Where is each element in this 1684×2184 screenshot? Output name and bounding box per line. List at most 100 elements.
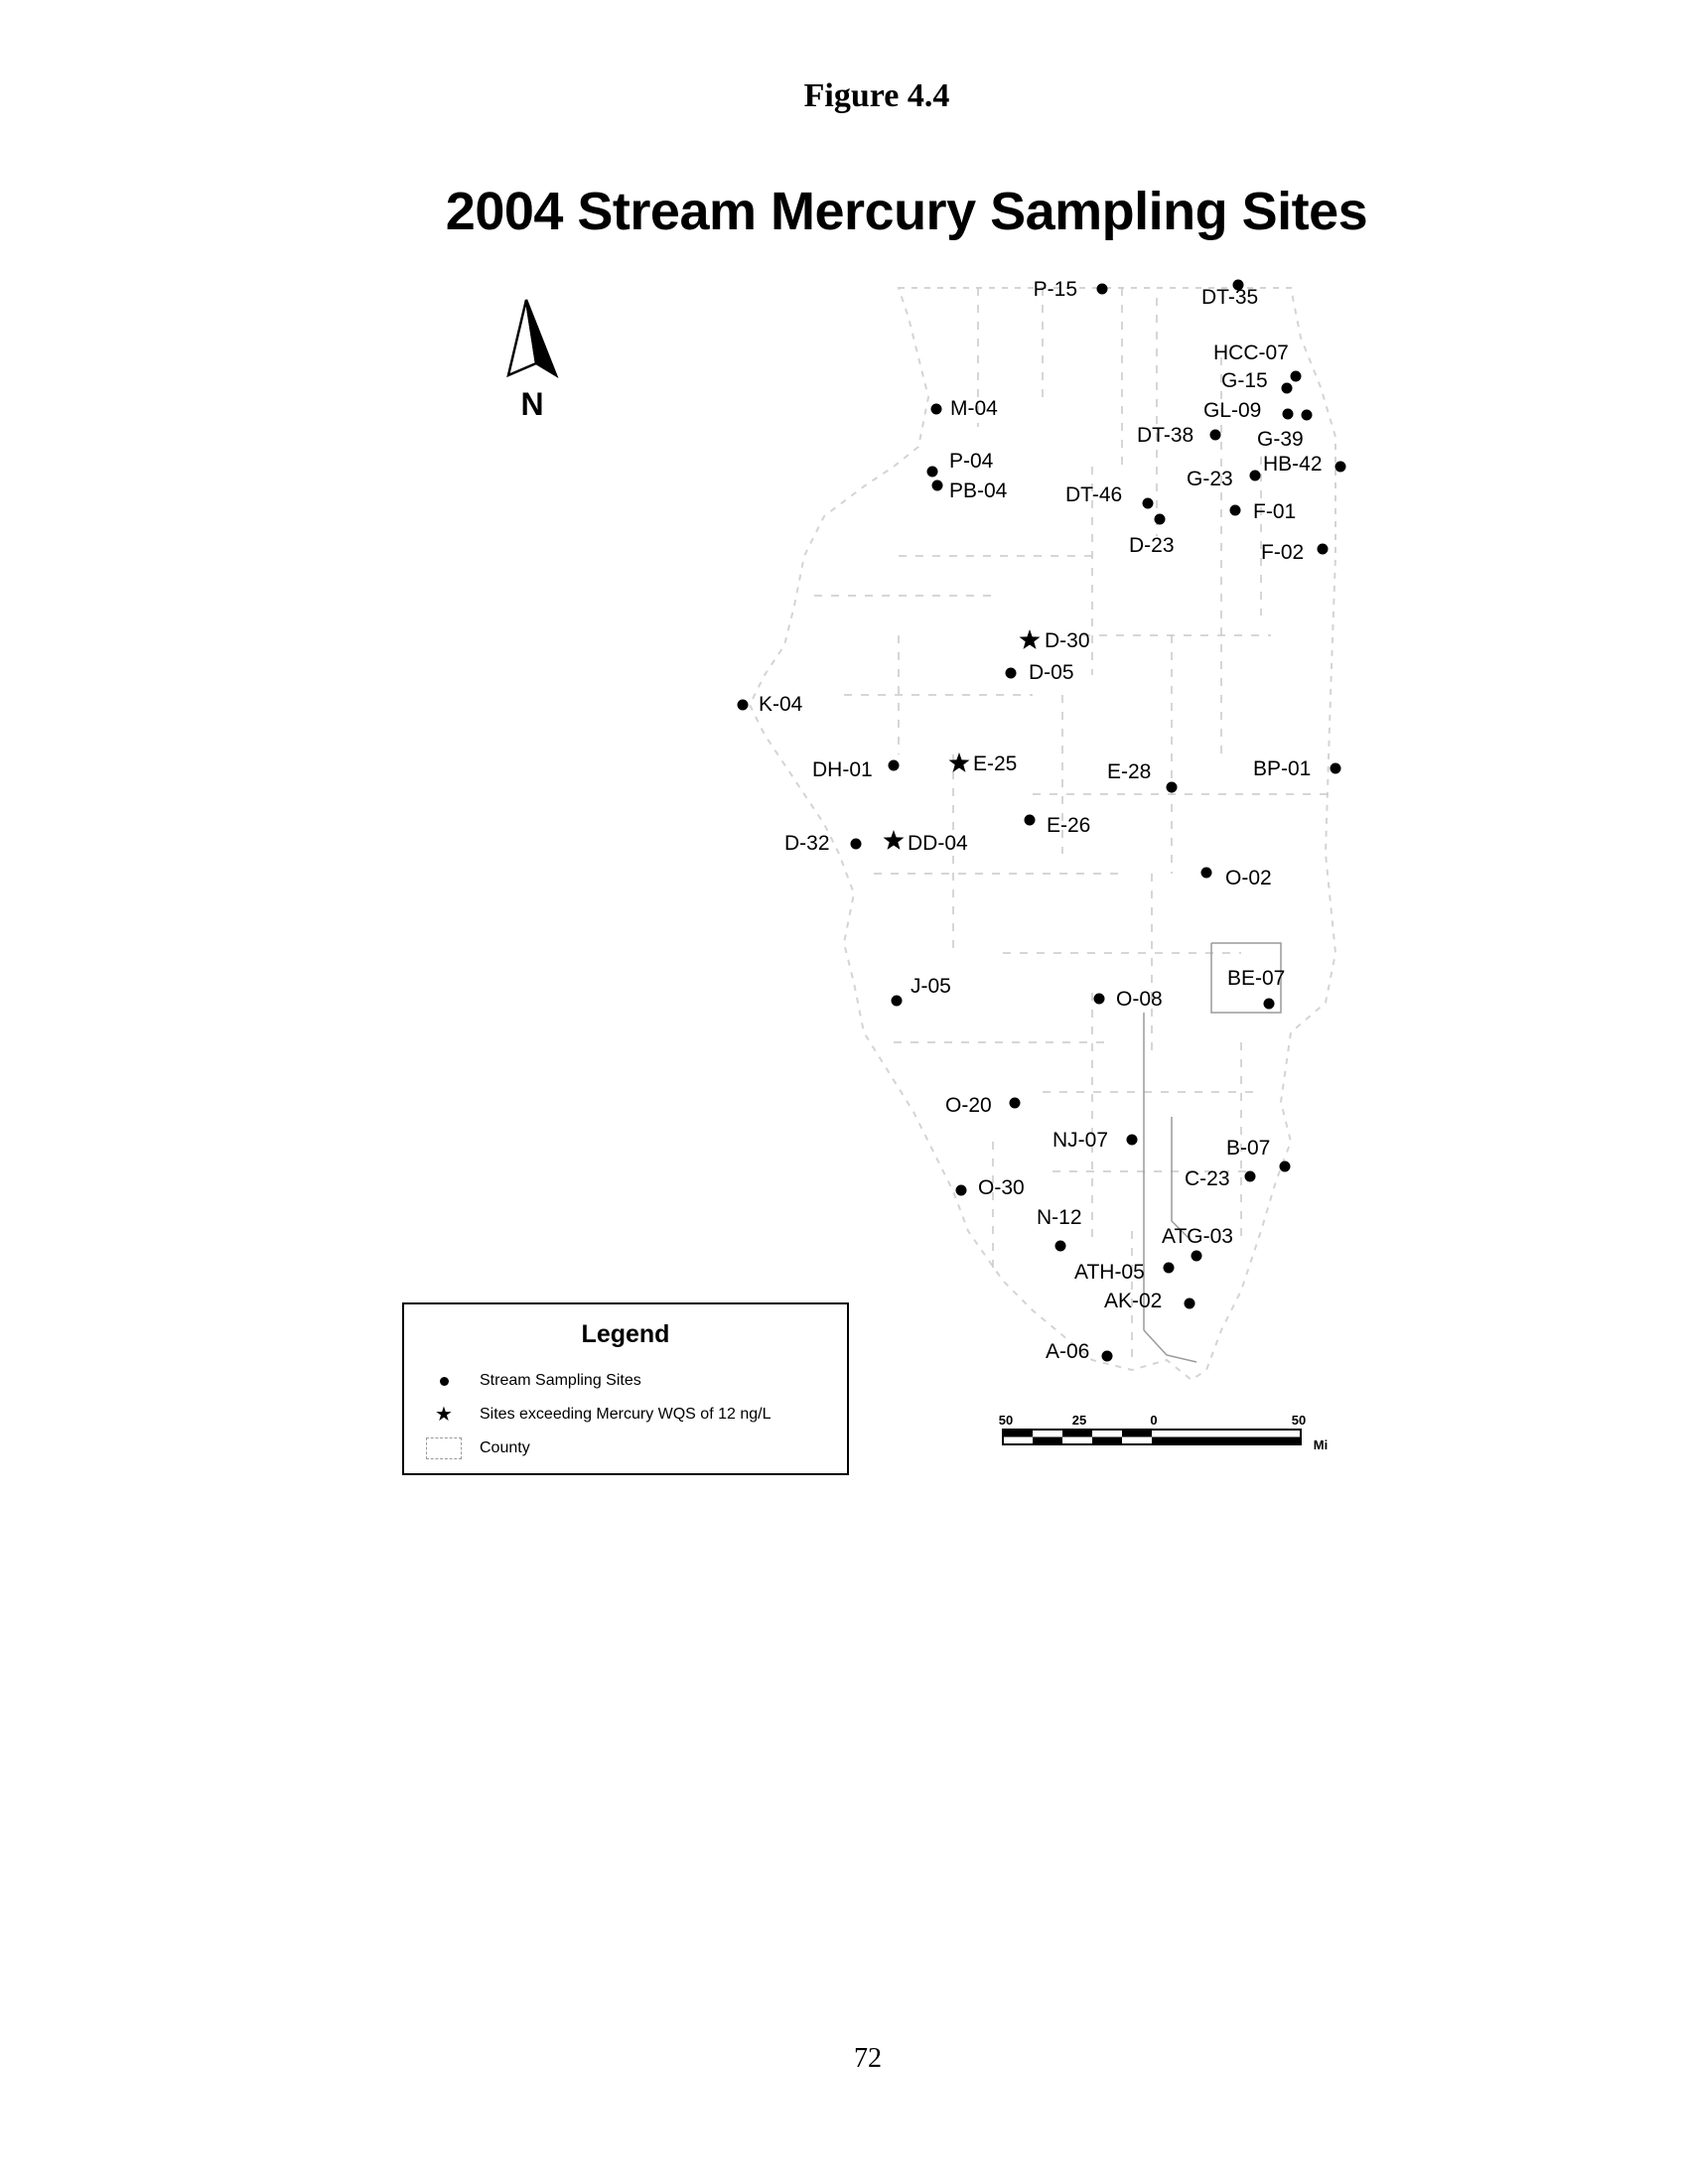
county-boundaries-solid (1143, 942, 1282, 1363)
site-label: E-26 (1047, 814, 1090, 837)
circle-icon (1093, 993, 1105, 1005)
site-label: E-28 (1107, 760, 1151, 783)
site-label: M-04 (950, 397, 998, 420)
legend-label: Sites exceeding Mercury WQS of 12 ng/L (480, 1406, 772, 1423)
sampling-site: D-23 (1129, 513, 1175, 557)
sampling-site: D-05 (1005, 661, 1074, 684)
legend-label: County (480, 1439, 530, 1456)
site-label: D-05 (1029, 661, 1074, 684)
sampling-site: A-06 (1046, 1340, 1113, 1363)
circle-icon (1009, 1097, 1021, 1109)
site-label: DT-38 (1137, 424, 1193, 447)
circle-icon (931, 479, 943, 491)
site-label: K-04 (759, 693, 803, 716)
site-label: D-30 (1045, 629, 1090, 652)
legend-title: Legend (581, 1320, 670, 1348)
circle-icon (1249, 470, 1261, 481)
site-label: O-02 (1225, 867, 1272, 889)
site-label: G-39 (1257, 428, 1304, 451)
circle-icon (1279, 1160, 1291, 1172)
sampling-site: DT-46 (1065, 483, 1154, 509)
site-label: DT-46 (1065, 483, 1122, 506)
scale-tick-50-left: 50 (999, 1413, 1013, 1428)
site-label: A-06 (1046, 1340, 1089, 1363)
sampling-site: DT-35 (1201, 279, 1258, 309)
circle-icon (1191, 1250, 1202, 1262)
circle-icon (1200, 867, 1212, 879)
site-label: C-23 (1185, 1167, 1230, 1190)
scale-tick-0: 0 (1150, 1413, 1157, 1428)
site-label: J-05 (911, 975, 951, 998)
scale-bar: 50 25 0 50 Mi (999, 1413, 1328, 1452)
circle-icon (1096, 283, 1108, 295)
circle-icon (737, 699, 749, 711)
circle-icon (955, 1184, 967, 1196)
sampling-site: C-23 (1185, 1167, 1256, 1190)
sampling-site: ATG-03 (1162, 1225, 1233, 1262)
scale-tick-25: 25 (1072, 1413, 1086, 1428)
site-label: ATH-05 (1074, 1261, 1145, 1284)
legend-item-county: County (424, 1435, 530, 1461)
circle-icon (1244, 1170, 1256, 1182)
north-arrow-icon: N (506, 299, 559, 422)
sampling-site: M-04 (930, 397, 998, 420)
circle-icon (1232, 279, 1244, 291)
site-label: HB-42 (1263, 453, 1323, 476)
circle-icon (1005, 667, 1017, 679)
circle-icon (888, 759, 900, 771)
circle-icon (930, 403, 942, 415)
sampling-site: E-25 (948, 752, 1017, 775)
circle-icon (1330, 762, 1341, 774)
circle-icon (424, 1376, 464, 1386)
star-icon (883, 830, 905, 850)
sampling-site: O-20 (945, 1094, 1021, 1117)
sampling-site: GL-09 (1203, 399, 1294, 422)
sampling-site: O-02 (1200, 867, 1272, 889)
sampling-site: E-28 (1107, 760, 1178, 793)
circle-icon (1154, 513, 1166, 525)
site-label: D-23 (1129, 534, 1175, 557)
circle-icon (1054, 1240, 1066, 1252)
star-icon (1019, 629, 1041, 649)
site-label: B-07 (1226, 1137, 1270, 1160)
circle-icon (1290, 370, 1302, 382)
site-label: N-12 (1037, 1206, 1082, 1229)
circle-icon (1101, 1350, 1113, 1362)
north-arrow-label: N (520, 386, 543, 422)
sampling-site: G-15 (1221, 369, 1293, 394)
circle-icon (1282, 408, 1294, 420)
site-label: F-02 (1261, 541, 1304, 564)
sampling-site: DH-01 (812, 758, 900, 781)
sampling-site: F-01 (1229, 500, 1296, 523)
map-title: 2004 Stream Mercury Sampling Sites (445, 182, 1368, 241)
sampling-site: O-30 (955, 1176, 1025, 1199)
site-label: D-32 (784, 832, 830, 855)
page-number: 72 (854, 2043, 882, 2074)
scale-unit: Mi (1314, 1437, 1328, 1452)
circle-icon (1317, 543, 1329, 555)
star-icon (948, 752, 970, 772)
site-label: O-20 (945, 1094, 992, 1117)
legend-label: Stream Sampling Sites (480, 1372, 641, 1389)
circle-icon (850, 838, 862, 850)
sampling-site: HCC-07 (1213, 341, 1302, 382)
site-label: BP-01 (1253, 757, 1311, 780)
sampling-site: N-12 (1037, 1206, 1082, 1252)
legend-item-stream-sites: Stream Sampling Sites (424, 1368, 641, 1394)
sampling-site: ATH-05 (1074, 1261, 1175, 1284)
sampling-site: O-08 (1093, 988, 1163, 1011)
sampling-site: AK-02 (1104, 1290, 1195, 1312)
site-label: AK-02 (1104, 1290, 1162, 1312)
site-label: O-08 (1116, 988, 1163, 1011)
county-outline-icon (424, 1437, 464, 1459)
site-label: F-01 (1253, 500, 1296, 523)
site-label: GL-09 (1203, 399, 1261, 422)
sampling-site: J-05 (891, 975, 951, 1007)
site-label: G-23 (1187, 468, 1233, 490)
circle-icon (1209, 429, 1221, 441)
circle-icon (1126, 1134, 1138, 1146)
star-icon: ★ (435, 1404, 453, 1426)
site-label: ATG-03 (1162, 1225, 1233, 1248)
sampling-site: P-15 (1034, 278, 1108, 301)
